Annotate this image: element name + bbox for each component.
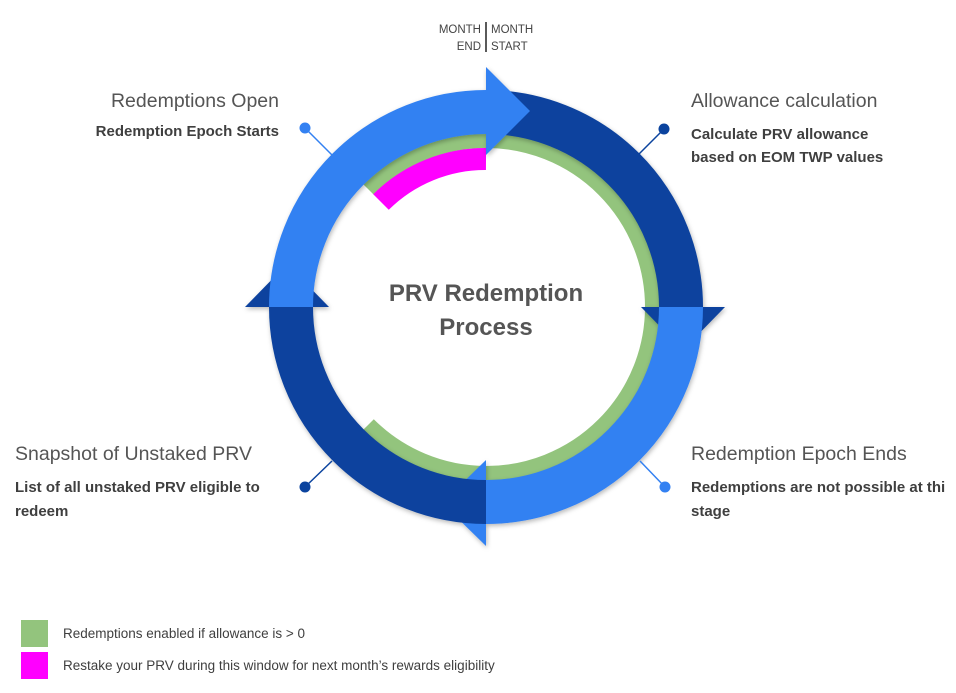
- stage-snapshot-subtitle-2: redeem: [15, 503, 68, 520]
- legend-swatch-green: [21, 620, 48, 647]
- stage-allowance-title: Allowance calculation: [691, 90, 877, 112]
- month-end-bottom: END: [457, 41, 481, 53]
- green-ring-left: [358, 126, 487, 195]
- connector-dot-redemptions-open: [299, 122, 311, 134]
- connector-allowance: [635, 128, 665, 158]
- arrow-segment-allowance: [485, 90, 703, 308]
- month-end-top: MONTH: [439, 24, 481, 36]
- stage-allowance-subtitle-1: Calculate PRV allowance: [691, 126, 868, 143]
- arrow-segment-snapshot: [269, 306, 487, 524]
- stage-epoch-ends-subtitle-2: stage: [691, 503, 730, 520]
- connector-dot-snapshot: [299, 481, 311, 493]
- stage-redemptions-open-title: Redemptions Open: [111, 90, 279, 112]
- center-title-line2: Process: [439, 314, 532, 341]
- month-start-top: MONTH: [491, 24, 533, 36]
- arrow-segment-open: [269, 90, 487, 308]
- legend-label-magenta: Restake your PRV during this window for …: [63, 658, 495, 673]
- connector-snapshot: [304, 460, 333, 488]
- connector-redemptions-open: [304, 127, 335, 158]
- connector-epoch-ends: [639, 460, 666, 488]
- stage-epoch-ends-title: Redemption Epoch Ends: [691, 443, 907, 465]
- stage-snapshot-title: Snapshot of Unstaked PRV: [15, 443, 252, 465]
- magenta-restake-arc: [373, 147, 487, 210]
- arrow-head-open: [486, 67, 530, 155]
- connector-dot-allowance: [658, 123, 670, 135]
- arrow-segment-epoch-ends: [485, 306, 703, 524]
- stage-snapshot-subtitle-1: List of all unstaked PRV eligible to: [15, 479, 260, 496]
- legend-swatch-magenta: [21, 652, 48, 679]
- month-start-bottom: START: [491, 41, 528, 53]
- legend: Redemptions enabled if allowance is > 0 …: [21, 620, 495, 679]
- stage-redemptions-open-subtitle: Redemption Epoch Starts: [96, 123, 279, 140]
- connector-dot-epoch-ends: [659, 481, 671, 493]
- stage-epoch-ends-subtitle-1: Redemptions are not possible at thi: [691, 479, 945, 496]
- legend-label-green: Redemptions enabled if allowance is > 0: [63, 626, 305, 641]
- stage-allowance-subtitle-2: based on EOM TWP values: [691, 149, 883, 166]
- center-title-line1: PRV Redemption: [389, 280, 583, 307]
